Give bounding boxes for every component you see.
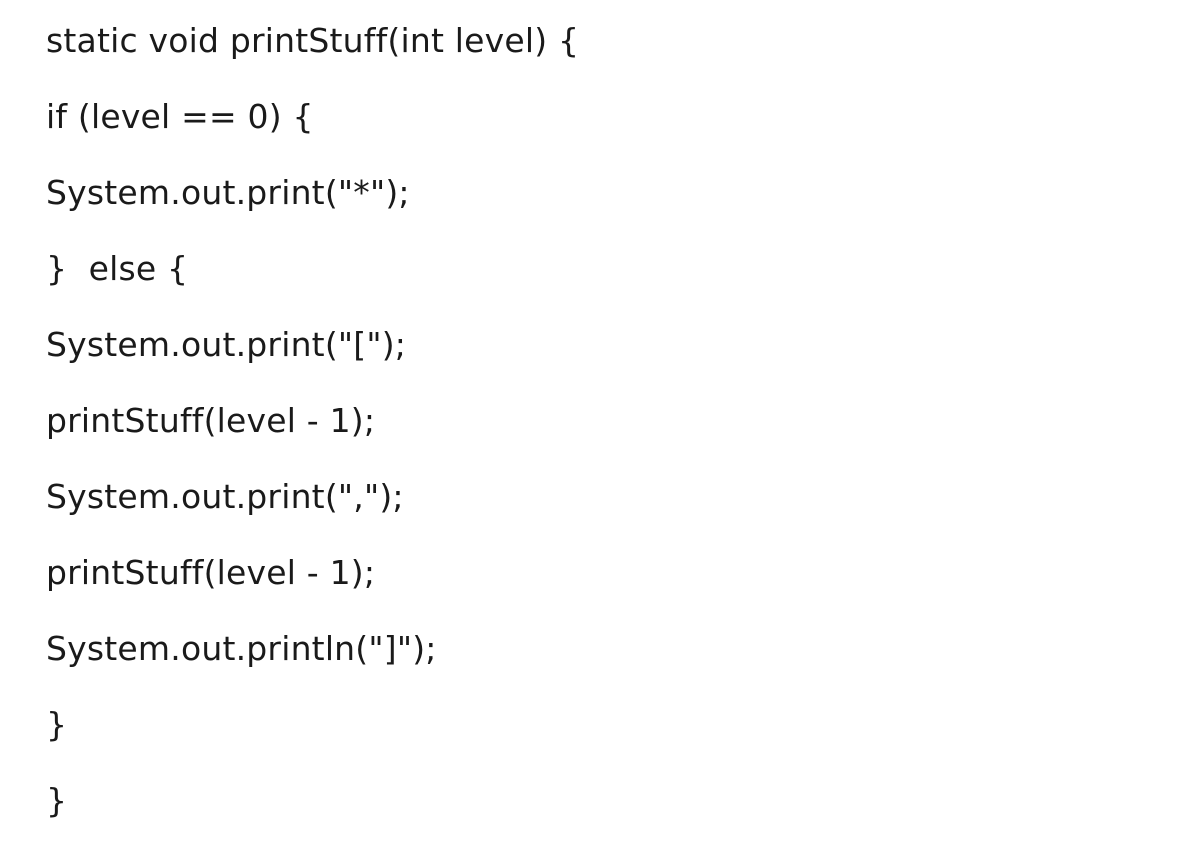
- code-line-print-comma: System.out.print(",");: [46, 477, 404, 516]
- code-block: static void printStuff(int level) { if (…: [46, 18, 579, 851]
- code-line-recursive-call-1: printStuff(level - 1);: [46, 401, 376, 440]
- code-line-print-open-bracket: System.out.print("[");: [46, 325, 407, 364]
- code-line-println-close-bracket: System.out.println("]");: [46, 629, 437, 668]
- code-line-print-star: System.out.print("*");: [46, 173, 410, 212]
- code-line-else: } else {: [46, 249, 189, 288]
- code-line-recursive-call-2: printStuff(level - 1);: [46, 553, 376, 592]
- code-line-method-signature: static void printStuff(int level) {: [46, 21, 580, 60]
- code-line-close-else: }: [46, 705, 68, 744]
- code-line-close-method: }: [46, 781, 68, 820]
- code-line-if-condition: if (level == 0) {: [46, 97, 314, 136]
